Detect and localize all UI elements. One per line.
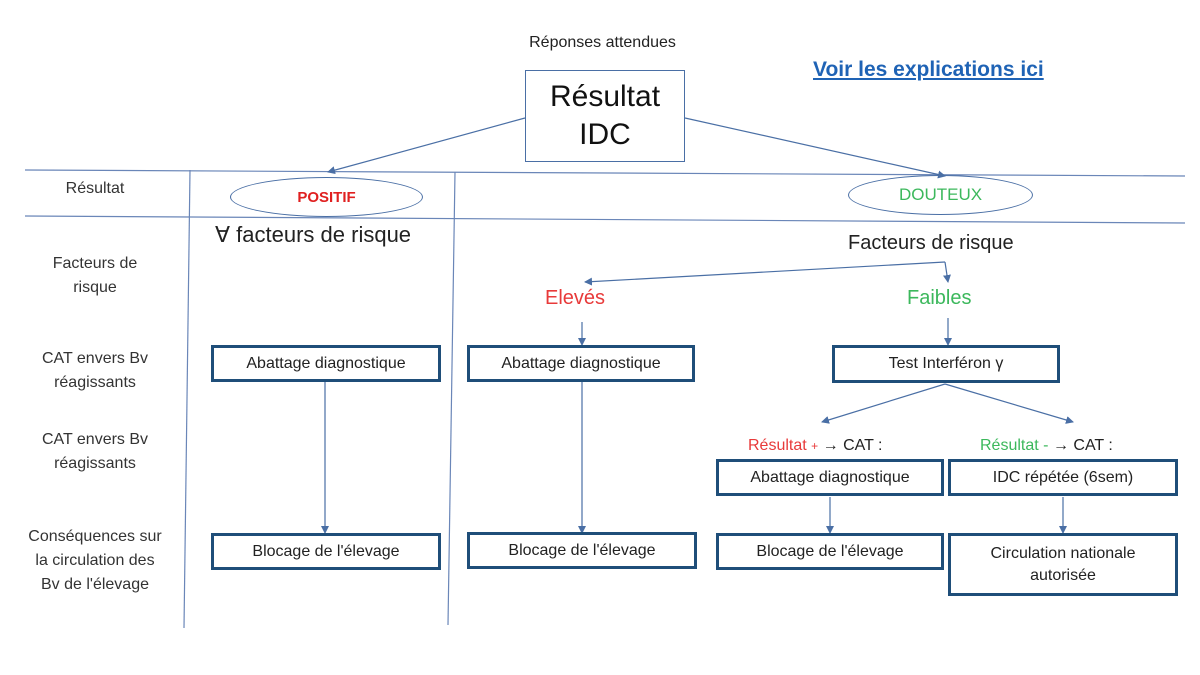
douteux-facteurs: Facteurs de risque — [848, 232, 1014, 254]
oval-positif: POSITIF — [230, 177, 423, 217]
row-label-facteurs: Facteurs de risque — [52, 255, 138, 296]
column-line-2 — [447, 171, 456, 626]
arrow-root-douteux — [684, 117, 946, 179]
arrow-test-plus — [821, 383, 946, 424]
row-label-cat-2: CAT envers Bv réagissants — [41, 431, 149, 472]
grid-line-bottom — [24, 215, 1186, 224]
resultat-plus-sign: + — [811, 439, 819, 453]
arrow-test-minus — [944, 383, 1074, 424]
arrow-to-faibles — [943, 261, 951, 283]
positif-consequence-box: Blocage de l'élevage — [211, 533, 441, 570]
root-title-line2: IDC — [579, 118, 631, 151]
root-title-line1: Résultat — [549, 80, 661, 113]
row-label-consequences: Conséquences sur la circulation des Bv d… — [28, 528, 162, 593]
resultat-plus-prefix: Résultat — [748, 437, 807, 454]
minus-action-box: IDC répétée (6sem) — [948, 459, 1178, 496]
resultat-plus-label: Résultat + → CAT : — [748, 437, 882, 455]
resultat-minus-label: Résultat - → CAT : — [980, 437, 1113, 455]
diagram-subtitle: Réponses attendues — [529, 34, 676, 51]
plus-action-box: Abattage diagnostique — [716, 459, 944, 496]
root-box: Résultat IDC — [525, 70, 685, 162]
resultat-minus-prefix: Résultat — [980, 437, 1039, 454]
resultat-minus-sign: - — [1043, 437, 1049, 454]
minus-consequence-box: Circulation nationale autorisée — [948, 533, 1178, 596]
grid-line-top — [24, 169, 1186, 177]
row-label-resultat: Résultat — [65, 180, 125, 197]
eleves-consequence-box: Blocage de l'élevage — [467, 532, 697, 569]
resultat-plus-suffix: → CAT : — [822, 437, 883, 454]
eleves-label: Elevés — [545, 287, 606, 309]
positif-label: POSITIF — [297, 188, 356, 206]
arrow-root-positif — [327, 117, 526, 175]
plus-consequence-box: Blocage de l'élevage — [716, 533, 944, 570]
test-interferon-box: Test Interféron γ — [832, 345, 1060, 383]
eleves-action-box: Abattage diagnostique — [467, 345, 695, 382]
resultat-minus-suffix: → CAT : — [1052, 437, 1113, 454]
douteux-label: DOUTEUX — [898, 185, 983, 204]
explanations-link[interactable]: Voir les explications ici — [813, 58, 1044, 81]
column-line-1 — [183, 169, 191, 629]
faibles-label: Faibles — [907, 287, 972, 309]
row-label-cat-1: CAT envers Bv réagissants — [41, 350, 149, 391]
oval-douteux: DOUTEUX — [848, 175, 1033, 215]
arrow-to-eleves — [584, 261, 946, 286]
positif-facteurs: ∀ facteurs de risque — [215, 222, 412, 247]
positif-action-box: Abattage diagnostique — [211, 345, 441, 382]
